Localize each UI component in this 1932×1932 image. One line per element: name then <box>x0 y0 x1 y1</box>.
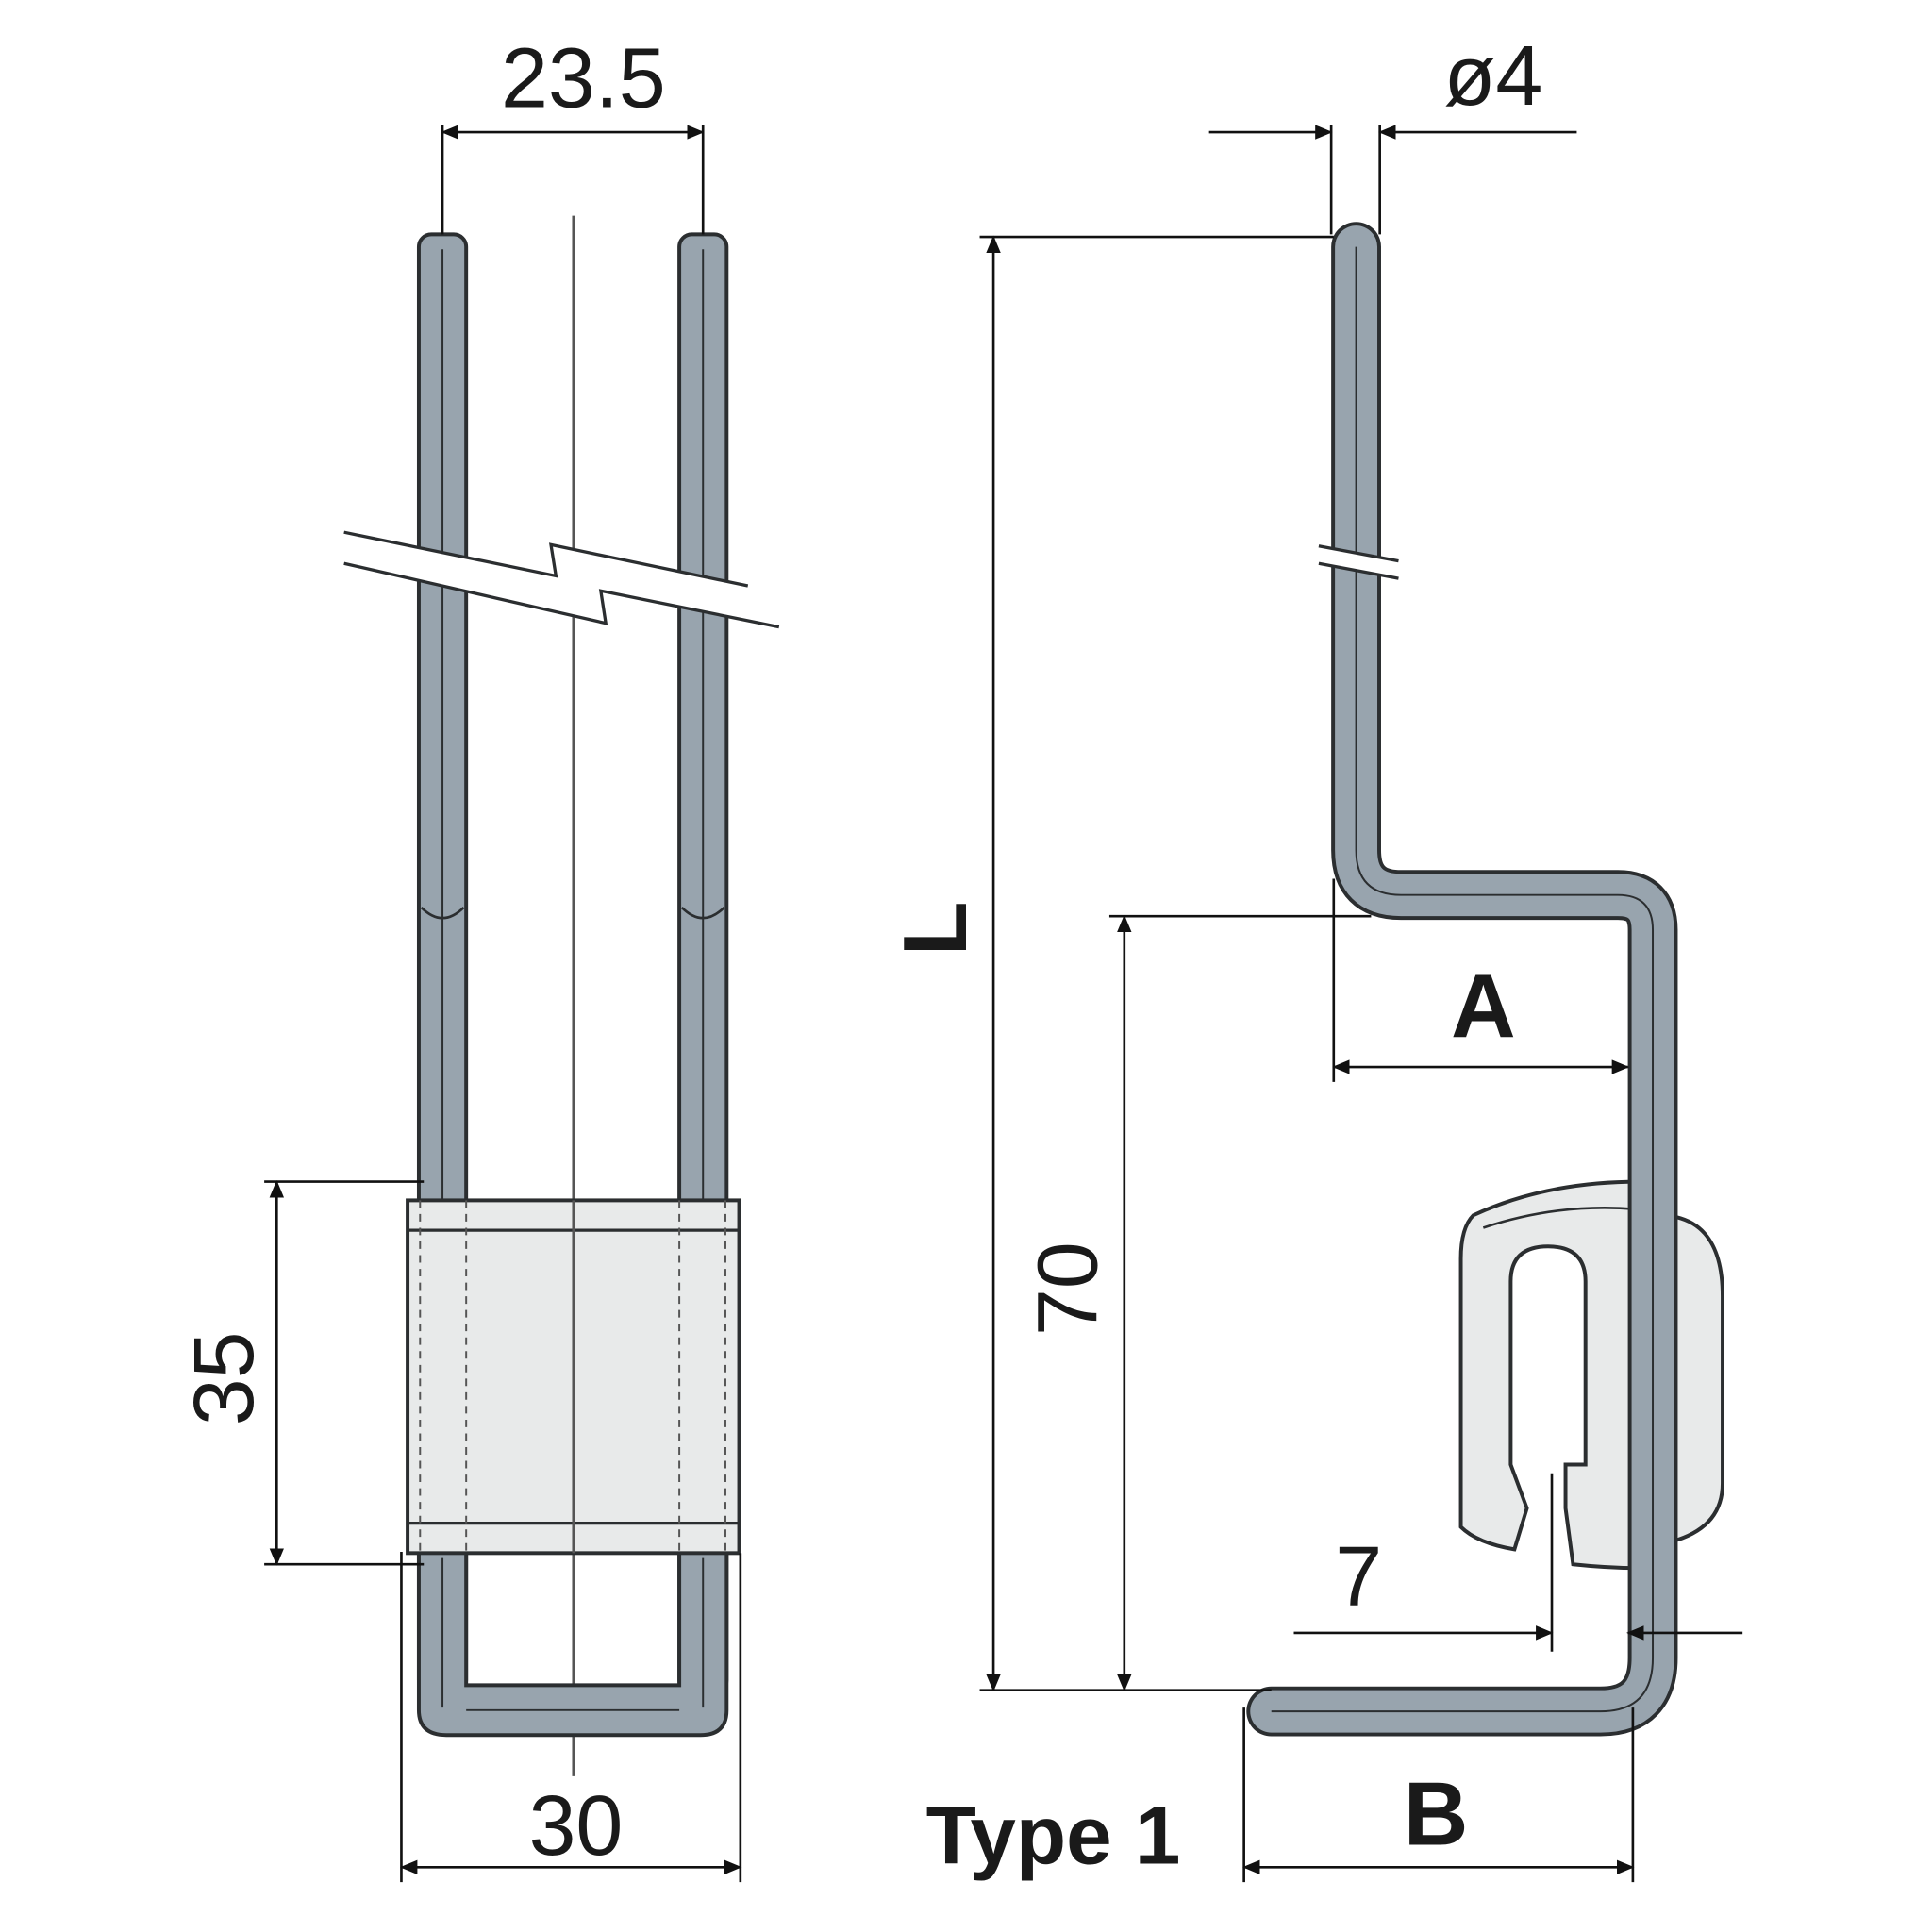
front-break-symbol <box>343 530 780 629</box>
dimension-height-label: 70 <box>1022 1241 1116 1336</box>
dimension-35-label: 35 <box>177 1331 272 1425</box>
dimension-diameter-label: ø4 <box>1443 29 1542 124</box>
dimension-height: 70 <box>1022 914 1372 1692</box>
bent-rod <box>1246 222 1678 1737</box>
dimension-base: B <box>1242 1707 1635 1883</box>
dimension-23-5: 23.5 <box>441 32 705 235</box>
dimension-base-label: B <box>1404 1765 1469 1865</box>
type-label: Type 1 <box>926 1790 1181 1881</box>
side-break-symbol <box>1318 544 1399 580</box>
front-view: 23.5 35 30 <box>177 32 780 1883</box>
dimension-35: 35 <box>177 1180 425 1566</box>
dimension-length: L <box>886 235 1334 1692</box>
dimension-offset: A <box>1332 878 1630 1082</box>
clamp-side-profile <box>1458 1179 1725 1652</box>
dimension-30: 30 <box>399 1552 742 1883</box>
clamp-block <box>406 1198 741 1556</box>
dimension-gap-label: 7 <box>1335 1530 1382 1624</box>
dimension-diameter: ø4 <box>1208 29 1577 235</box>
dimension-23-5-label: 23.5 <box>501 32 666 126</box>
dimension-30-label: 30 <box>528 1779 623 1874</box>
dimension-offset-label: A <box>1451 957 1516 1057</box>
dimension-length-label: L <box>886 901 986 956</box>
side-view: ø4 L A 70 7 <box>886 29 1743 1883</box>
dimension-gap: 7 <box>1293 1530 1743 1641</box>
